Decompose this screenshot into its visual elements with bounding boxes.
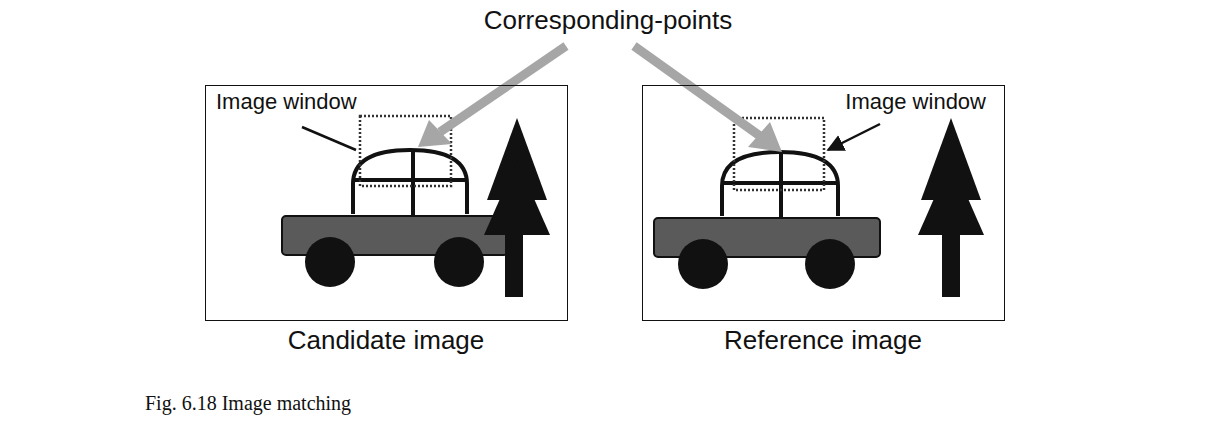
grey-arrow bbox=[418, 46, 782, 152]
leader-line bbox=[302, 127, 356, 150]
window-label: Image window bbox=[216, 89, 357, 114]
leader-line bbox=[828, 124, 880, 150]
car-left bbox=[282, 150, 508, 287]
figure-caption: Fig. 6.18 Image matching bbox=[145, 392, 351, 415]
image-title: Reference image bbox=[724, 326, 922, 356]
image-title: Candidate image bbox=[288, 326, 485, 356]
window-left bbox=[360, 116, 451, 186]
image-frame: Image windowCandidate image bbox=[205, 85, 568, 321]
window-label: Image window bbox=[845, 89, 986, 114]
tree-left bbox=[484, 118, 550, 297]
image-frame: Image windowReference image bbox=[642, 85, 1005, 321]
callout-label: Corresponding-points bbox=[484, 6, 733, 36]
tree-right bbox=[918, 118, 984, 297]
car-right bbox=[654, 152, 880, 289]
